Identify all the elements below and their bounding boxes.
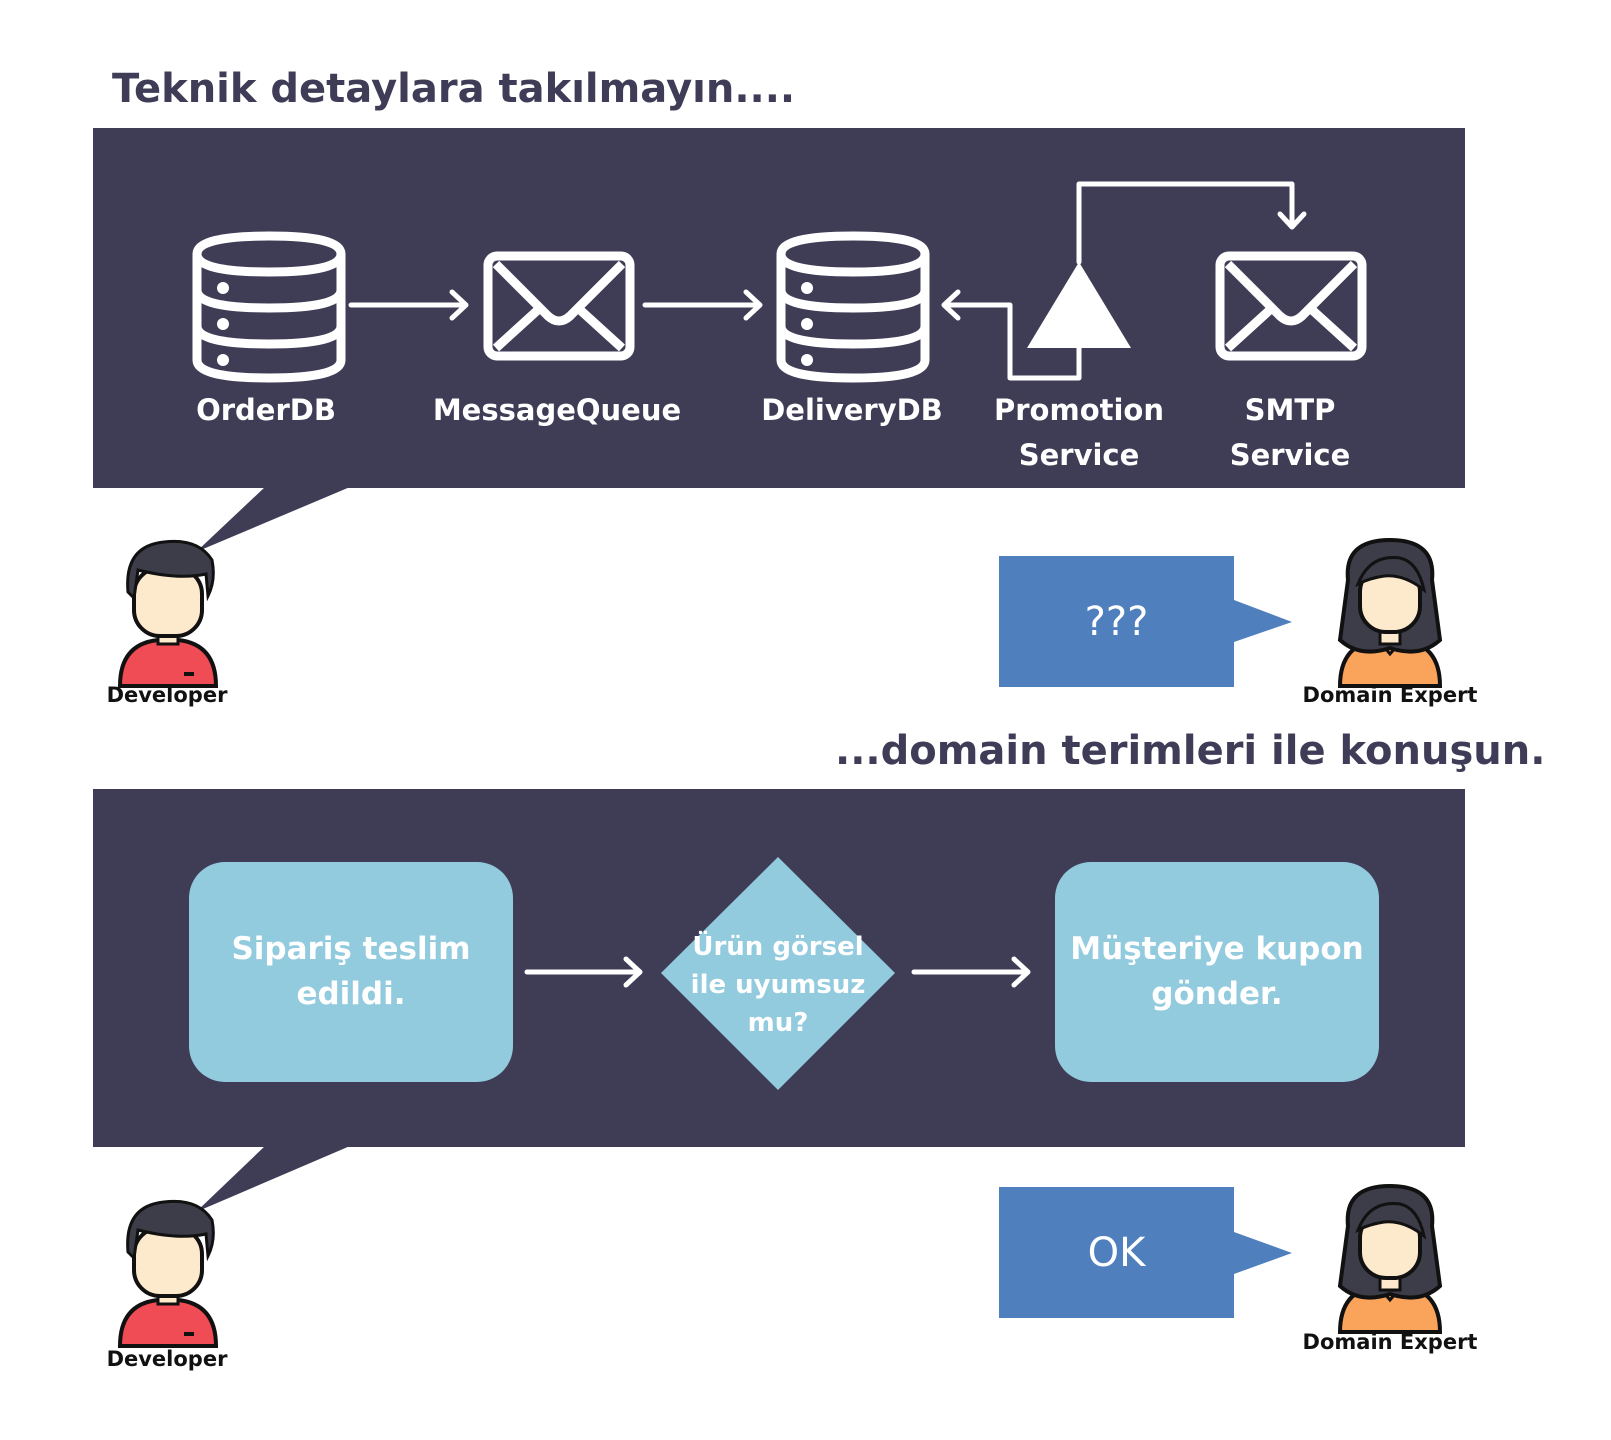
arrow-promotion-to-deliverydb	[941, 289, 1082, 381]
developer-speech-tail-bottom	[196, 1146, 350, 1212]
node-label-line: Service	[1229, 438, 1351, 472]
developer-speech-tail-top	[196, 487, 350, 552]
expert-reply-bubble-bottom: OK	[999, 1187, 1234, 1318]
arrow-orderdb-to-queue	[348, 289, 469, 321]
step-text-line: gönder.	[1151, 976, 1283, 1012]
expert-reply-text-top: ???	[1084, 598, 1149, 645]
bottom-heading: ...domain terimleri ile konuşun.	[835, 728, 1546, 774]
step-text-line: edildi.	[296, 976, 406, 1012]
smtp-envelope-icon	[1220, 256, 1362, 356]
orderdb-database-icon	[197, 236, 341, 378]
step-text-line: Müşteriye kupon	[1070, 931, 1364, 967]
expert-reply-text-bottom: OK	[1087, 1229, 1146, 1276]
node-label-deliverydb: DeliveryDB	[752, 388, 952, 433]
messagequeue-envelope-icon	[488, 256, 630, 356]
decision-text-line: ile uyumsuz	[690, 970, 866, 1000]
step-send-coupon: Müşteriye kupon gönder.	[1055, 862, 1379, 1082]
node-label-line: OrderDB	[196, 393, 336, 427]
step-order-delivered: Sipariş teslim edildi.	[189, 862, 513, 1082]
node-label-smtp-service: SMTP Service	[1210, 388, 1370, 478]
expert-reply-bubble-top: ???	[999, 556, 1234, 687]
expert-label-top: Domain Expert	[1302, 683, 1478, 707]
node-label-line: DeliveryDB	[761, 393, 943, 427]
node-label-promotion-service: Promotion Service	[989, 388, 1169, 478]
top-heading: Teknik detaylara takılmayın....	[112, 66, 796, 112]
node-label-line: SMTP	[1244, 393, 1336, 427]
promotion-triangle-icon	[1027, 262, 1131, 348]
expert-avatar-top	[1338, 538, 1442, 688]
arrow-promotion-to-smtp	[1076, 181, 1307, 265]
developer-label-top: Developer	[106, 683, 228, 707]
developer-avatar-top	[118, 539, 218, 688]
expert-speech-tail-bottom	[1234, 1232, 1292, 1274]
decision-text-line: Ürün görsel	[692, 932, 864, 962]
node-label-line: MessageQueue	[432, 393, 682, 427]
node-label-line: Promotion	[994, 393, 1164, 427]
deliverydb-database-icon	[781, 236, 925, 378]
expert-label-bottom: Domain Expert	[1302, 1330, 1478, 1354]
decision-text: Ürün görsel ile uyumsuz mu?	[678, 928, 878, 1042]
decision-text-line: mu?	[747, 1008, 809, 1038]
node-label-line: Service	[1018, 438, 1140, 472]
arrow-queue-to-deliverydb	[642, 289, 763, 321]
step-text-line: Sipariş teslim	[231, 931, 471, 967]
developer-avatar-bottom	[118, 1199, 218, 1348]
developer-label-bottom: Developer	[106, 1347, 228, 1371]
node-label-orderdb: OrderDB	[166, 388, 366, 433]
expert-speech-tail-top	[1234, 600, 1292, 642]
node-label-messagequeue: MessageQueue	[432, 388, 682, 433]
expert-avatar-bottom	[1338, 1184, 1442, 1334]
